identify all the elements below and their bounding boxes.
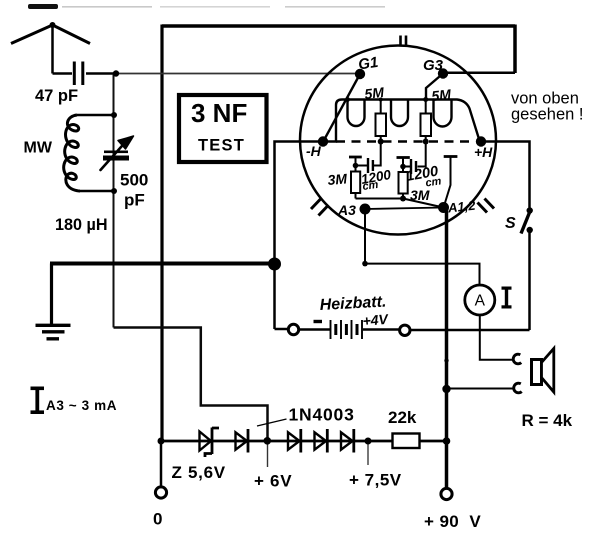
svg-text:S: S [505,215,516,232]
svg-text:A3 ~ 3 mA: A3 ~ 3 mA [46,398,117,413]
svg-text:0: 0 [153,510,162,529]
svg-text:+H: +H [474,144,493,160]
svg-text:G1: G1 [357,54,379,74]
svg-text:+4V: +4V [362,311,390,329]
svg-text:A1,2: A1,2 [446,198,477,216]
svg-text:5M: 5M [364,84,385,102]
svg-text:R = 4k: R = 4k [522,411,573,430]
svg-text:Z 5,6V: Z 5,6V [172,463,226,482]
svg-text:1200: 1200 [360,167,393,187]
svg-text:22k: 22k [388,408,417,427]
svg-text:47 pF: 47 pF [35,87,78,105]
svg-text:180 µH: 180 µH [55,216,108,234]
svg-text:MW: MW [24,140,53,157]
svg-text:Heizbatt.: Heizbatt. [319,294,386,314]
svg-text:+ 6V: + 6V [254,472,292,491]
svg-text:3M: 3M [327,170,348,188]
svg-text:1N4003: 1N4003 [289,405,355,425]
svg-text:+ 7,5V: + 7,5V [349,471,402,490]
svg-text:500: 500 [120,171,148,190]
svg-text:gesehen !: gesehen ! [511,106,583,124]
svg-text:cm: cm [425,175,443,189]
svg-text:pF: pF [124,191,145,210]
svg-text:3 NF: 3 NF [191,98,247,128]
svg-text:5M: 5M [431,86,452,104]
svg-text:A3: A3 [337,202,356,218]
svg-text:1200: 1200 [405,164,440,185]
svg-text:-H: -H [306,143,322,159]
svg-text:G3: G3 [423,57,444,74]
svg-text:TEST: TEST [198,137,245,155]
svg-text:cm: cm [362,179,380,193]
svg-text:+ 90 V: + 90 V [424,512,481,531]
svg-text:3M: 3M [410,187,430,203]
svg-text:von oben: von oben [511,90,579,108]
svg-text:A: A [475,293,486,310]
